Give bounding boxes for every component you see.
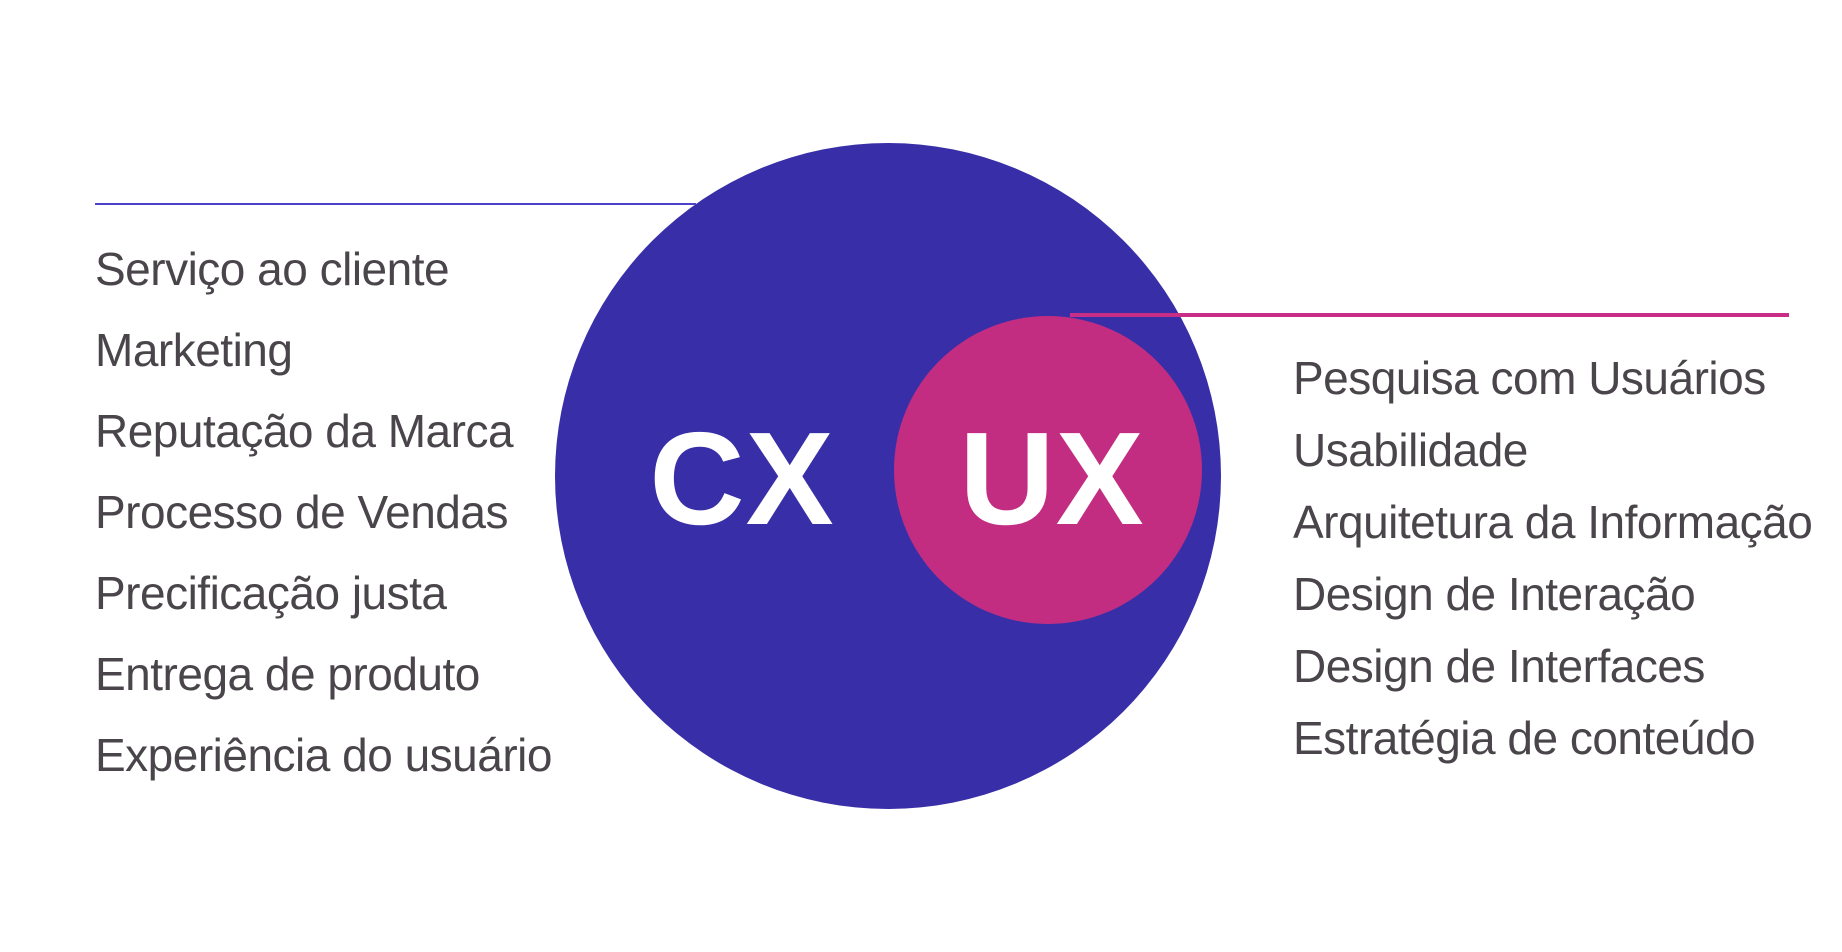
ux-list-item: Arquitetura da Informação (1293, 496, 1813, 548)
cx-list-item: Precificação justa (95, 567, 447, 619)
ux-list: Pesquisa com Usuários Usabilidade Arquit… (1293, 342, 1813, 774)
cx-list-item: Marketing (95, 324, 293, 376)
cx-connector-line (95, 203, 696, 205)
cx-list-item: Entrega de produto (95, 648, 480, 700)
ux-list-item: Estratégia de conteúdo (1293, 712, 1756, 764)
ux-label: UX (959, 405, 1145, 552)
cx-list-item: Reputação da Marca (95, 405, 514, 457)
ux-list-item: Usabilidade (1293, 424, 1528, 476)
cx-list-item: Processo de Vendas (95, 486, 508, 538)
ux-list-item: Design de Interação (1293, 568, 1696, 620)
cx-list-item: Experiência do usuário (95, 729, 552, 781)
cx-label: CX (649, 405, 835, 552)
ux-circle (894, 316, 1202, 624)
ux-list-item: Design de Interfaces (1293, 640, 1705, 692)
ux-list-item: Pesquisa com Usuários (1293, 352, 1766, 404)
cx-list: Serviço ao cliente Marketing Reputação d… (95, 229, 552, 796)
cx-list-item: Serviço ao cliente (95, 243, 450, 295)
ux-connector-line (1070, 313, 1789, 317)
